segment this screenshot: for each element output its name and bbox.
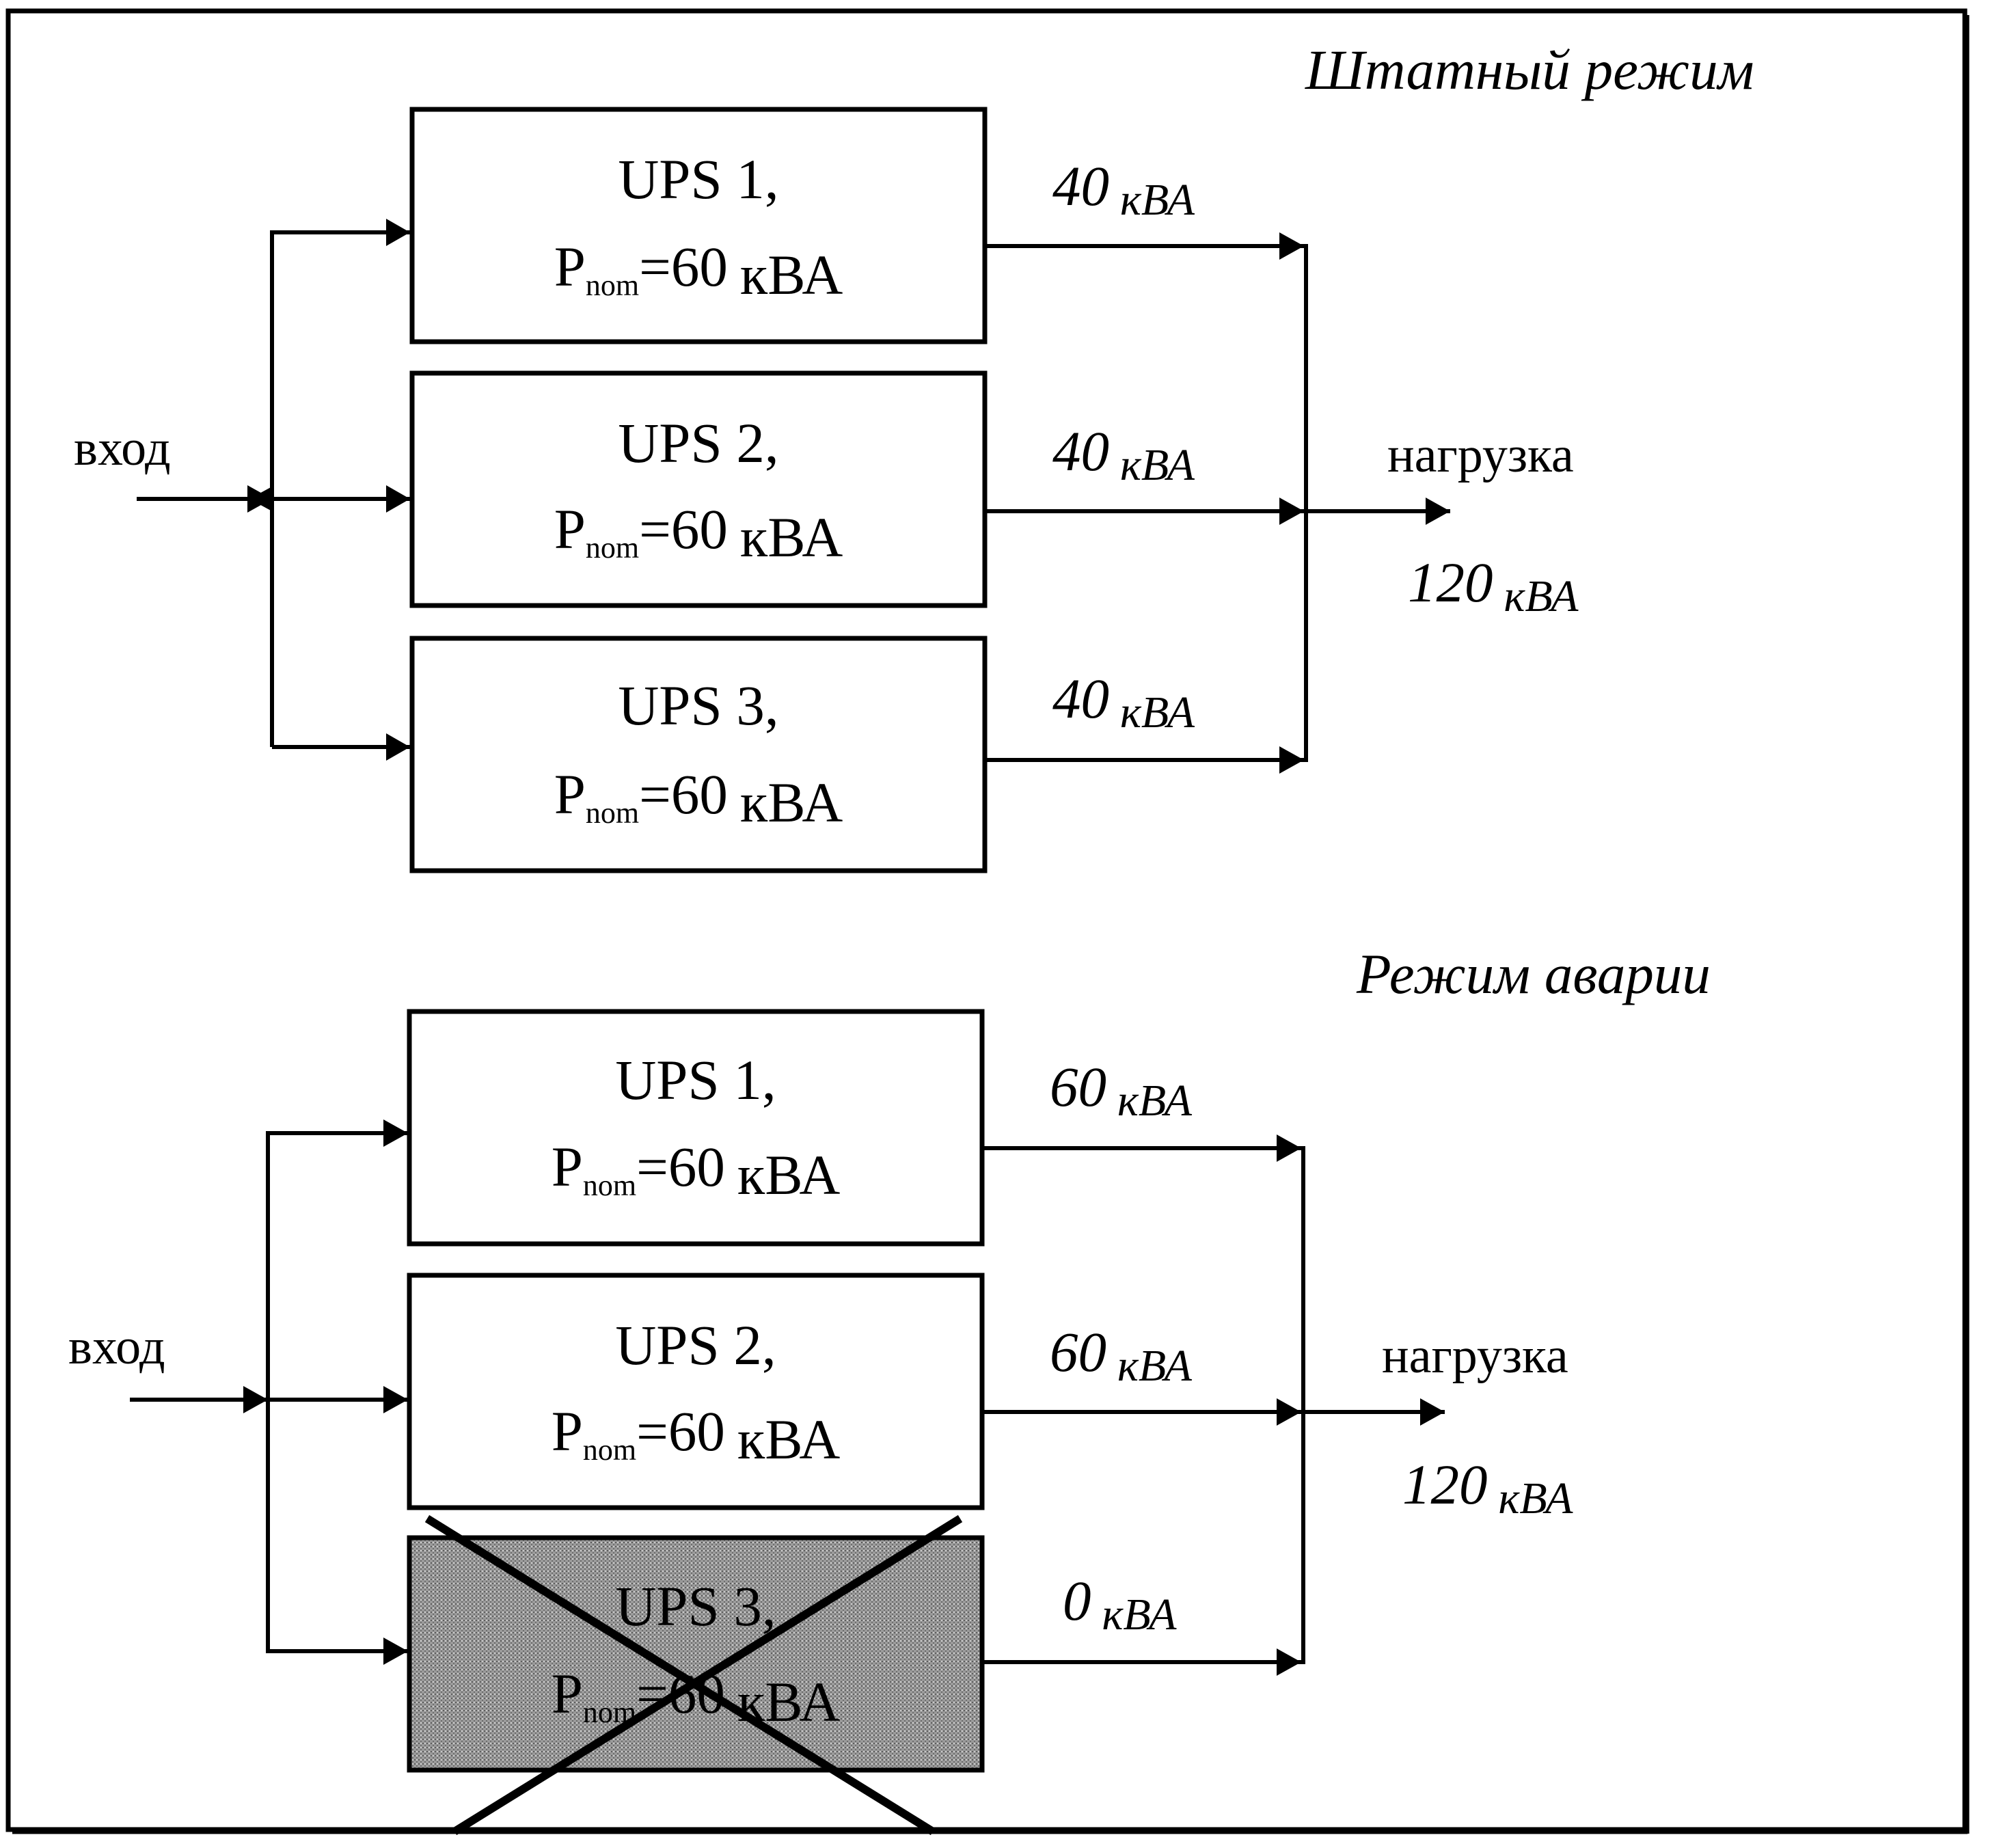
emergency-ups-3-name: UPS 3, <box>615 1575 776 1638</box>
emergency-ups-1-name: UPS 1, <box>615 1048 776 1111</box>
emergency-branch-1-arrow-icon <box>383 1119 408 1147</box>
failure-cross-line-2 <box>452 1514 963 1836</box>
emergency-branch-3-arrow-icon <box>383 1638 408 1665</box>
normal-ups-1-name: UPS 1, <box>618 148 778 210</box>
emergency-input-arrow-icon <box>243 1386 268 1413</box>
normal-ups-2-box <box>409 370 988 608</box>
emergency-load-arrow-icon <box>1420 1398 1445 1426</box>
emergency-ups-2-box <box>407 1273 985 1510</box>
normal-output-3-arrow-icon <box>1279 746 1304 774</box>
normal-input-label: вход <box>74 420 171 476</box>
normal-input-arrow-icon <box>247 485 272 513</box>
normal-ups-3-box <box>409 636 988 873</box>
normal-ups-1-box <box>409 107 988 344</box>
emergency-ups-2-name: UPS 2, <box>615 1314 776 1376</box>
normal-branch-3-arrow-icon <box>386 733 410 761</box>
normal-output-1-arrow-icon <box>1279 232 1304 260</box>
emergency-input-label: вход <box>68 1319 165 1375</box>
normal-load-label: нагрузка <box>1387 427 1574 483</box>
normal-ups-3-name: UPS 3, <box>618 674 778 737</box>
emergency-ups-1-box <box>407 1009 985 1247</box>
normal-ups-2-name: UPS 2, <box>618 411 778 474</box>
emergency-branch-2-arrow-icon <box>383 1386 408 1413</box>
normal-mode-title: Штатный режим <box>1305 38 1754 101</box>
normal-output-2-arrow-icon <box>1279 498 1304 525</box>
emergency-ups-3-box <box>407 1535 985 1773</box>
normal-branch-1-arrow-icon <box>386 219 410 246</box>
emergency-output-2-arrow-icon <box>1277 1398 1301 1426</box>
emergency-output-1-arrow-icon <box>1277 1134 1301 1162</box>
emergency-load-label: нагрузка <box>1382 1328 1568 1384</box>
failure-cross-line-1 <box>424 1514 936 1836</box>
normal-load-arrow-icon <box>1426 498 1450 525</box>
normal-branch-2-arrow-icon <box>386 485 410 513</box>
emergency-output-3-arrow-icon <box>1277 1648 1301 1676</box>
emergency-mode-title: Режим аварии <box>1356 942 1711 1005</box>
